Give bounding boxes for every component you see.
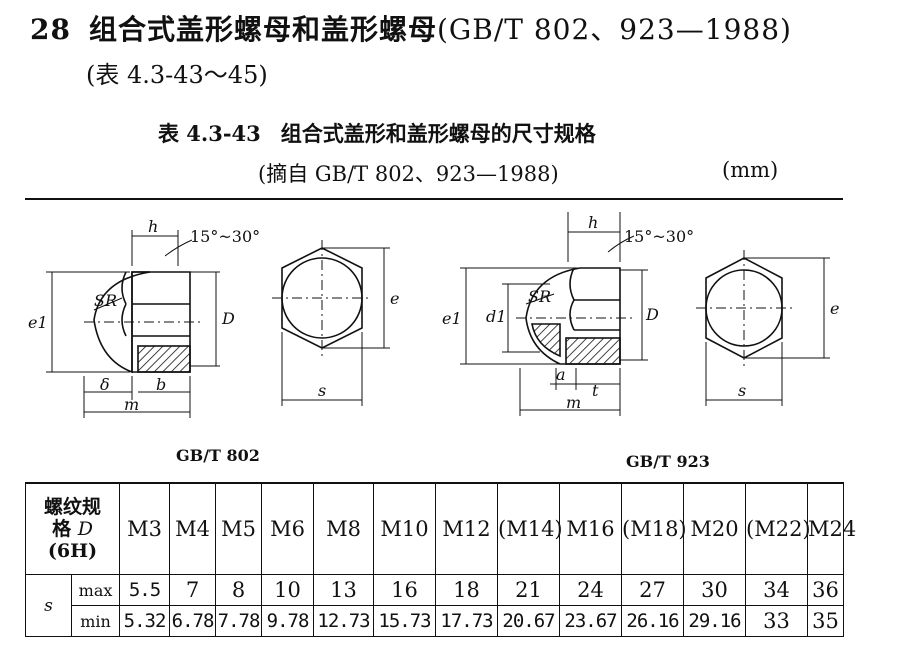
label-delta: δ	[100, 375, 110, 394]
header-line-1: 螺纹规	[44, 496, 102, 518]
value-cell: 35	[807, 605, 845, 637]
gbt802-top-labels: s e	[318, 289, 399, 400]
value-cell: 7	[169, 574, 217, 606]
value-cell: 8	[215, 574, 263, 606]
table-top-rule	[25, 198, 843, 200]
gbt802-top-view	[272, 240, 390, 406]
label-b: b	[156, 375, 166, 394]
label-h-right: h	[588, 213, 598, 232]
label-e1-right: e1	[442, 309, 462, 328]
label-SR: SR	[94, 291, 117, 310]
label-s-left: s	[318, 381, 326, 400]
value-cell: 15.73	[373, 605, 437, 637]
section-number: 28	[30, 13, 71, 46]
row-label-max: max	[70, 574, 121, 606]
value-cell: 5.32	[119, 605, 171, 637]
value-cell: 13	[313, 574, 375, 606]
value-cell: 26.16	[621, 605, 685, 637]
gbt923-side-view	[460, 212, 648, 416]
table-row-s-max: s max 5.5 7 8 10 13 16 18 21 24 27 30 34…	[25, 574, 845, 637]
gbt802-side-view	[46, 230, 220, 418]
gbt923-side-labels: h 15°~30° D e1 d1 SR a t m	[442, 213, 694, 412]
gbt802-side-labels: h 15°~30° D e1 SR δ b m	[28, 217, 260, 414]
label-d1: d1	[486, 307, 506, 326]
table-source: (摘自 GB/T 802、923—1988)	[258, 162, 559, 186]
value-cell: 34	[745, 574, 809, 606]
header-line-3: (6H)	[47, 540, 98, 562]
value-cell: 24	[559, 574, 623, 606]
value-cell: 10	[261, 574, 315, 606]
label-h: h	[148, 217, 158, 236]
section-heading: 28 组合式盖形螺母和盖形螺母(GB/T 802、923—1988)	[30, 8, 792, 48]
gbt923-top-labels: s e	[738, 299, 839, 400]
table-caption: 表 4.3-43 组合式盖形和盖形螺母的尺寸规格	[158, 118, 596, 148]
value-cell: 9.78	[261, 605, 315, 637]
size-cell: M3	[119, 482, 171, 575]
nut-drawings-figure: h 15°~30° D e1 SR δ b m s e	[28, 212, 839, 418]
size-cell: M8	[313, 482, 375, 575]
section-title: 组合式盖形螺母和盖形螺母	[88, 13, 437, 46]
value-cell: 33	[745, 605, 809, 637]
label-t: t	[592, 381, 599, 400]
value-cell: 23.67	[559, 605, 623, 637]
size-cell: (M14)	[497, 482, 563, 575]
gbt923-top-view	[696, 250, 830, 406]
label-angle: 15°~30°	[190, 227, 260, 246]
label-a: a	[556, 365, 566, 384]
value-cell: 12.73	[313, 605, 375, 637]
row-symbol-s: s	[25, 574, 72, 637]
table-number: 表 4.3-43	[158, 121, 261, 146]
value-cell: 17.73	[435, 605, 499, 637]
value-cell: 27	[621, 574, 685, 606]
label-D: D	[221, 309, 235, 328]
value-cell: 21	[497, 574, 561, 606]
table-row-s-min: min 5.32 6.78 7.78 9.78 12.73 15.73 17.7…	[26, 605, 845, 637]
size-cell: M6	[261, 482, 315, 575]
table-header-row: 螺纹规 格 D (6H) M3 M4 M5 M6 M8 M10 M12 (M14…	[24, 482, 856, 575]
size-cell: (M18)	[621, 482, 687, 575]
section-table-range: (表 4.3-43～45)	[86, 61, 268, 89]
value-cell: 30	[683, 574, 747, 606]
value-cell: 16	[373, 574, 437, 606]
label-SR-right: SR	[528, 287, 551, 306]
label-e1: e1	[28, 313, 48, 332]
value-cell: 18	[435, 574, 499, 606]
size-cell: M4	[169, 482, 217, 575]
caption-gbt802: GB/T 802	[176, 446, 260, 465]
size-cell: (M22)	[745, 482, 811, 575]
label-angle-right: 15°~30°	[624, 227, 694, 246]
label-s-right: s	[738, 381, 746, 400]
label-m: m	[124, 395, 139, 414]
size-cell: M12	[435, 482, 499, 575]
label-m-right: m	[566, 393, 581, 412]
label-e-right: e	[830, 299, 839, 318]
value-cell: 6.78	[169, 605, 217, 637]
value-cell: 5.5	[119, 574, 171, 606]
size-cell: M24	[807, 482, 856, 575]
value-cell: 7.78	[215, 605, 263, 637]
size-cell: M10	[373, 482, 437, 575]
row-label-min: min	[70, 605, 121, 637]
table-unit: (mm)	[722, 158, 779, 182]
size-cell: M5	[215, 482, 263, 575]
value-cell: 20.67	[497, 605, 561, 637]
section-standard: (GB/T 802、923—1988)	[436, 13, 792, 46]
value-cell: 36	[807, 574, 845, 606]
size-cell: M20	[683, 482, 747, 575]
label-e-left: e	[390, 289, 399, 308]
header-line-2: 格 D	[52, 518, 93, 540]
label-D-right: D	[645, 305, 659, 324]
value-cell: 29.16	[683, 605, 747, 637]
nut-size-table: 螺纹规 格 D (6H) M3 M4 M5 M6 M8 M10 M12 (M14…	[24, 482, 856, 637]
caption-gbt923: GB/T 923	[626, 452, 710, 471]
table-title: 组合式盖形和盖形螺母的尺寸规格	[280, 121, 596, 146]
size-cell: M16	[559, 482, 623, 575]
header-thread-size: 螺纹规 格 D (6H)	[24, 482, 121, 575]
